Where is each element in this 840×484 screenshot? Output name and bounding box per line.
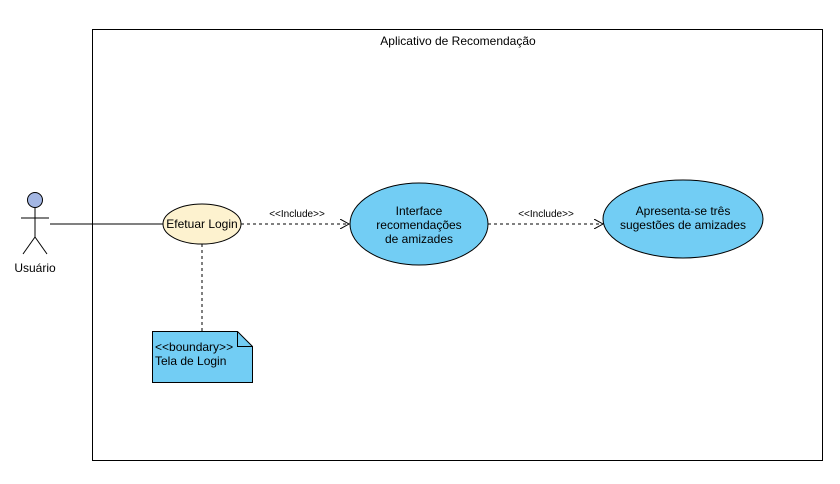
note-text: Tela de Login — [155, 354, 226, 368]
usecase-apresenta-sugestoes[interactable]: Apresenta-se três sugestões de amizades — [602, 179, 764, 259]
usecase-interface-line-3: de amizades — [385, 232, 453, 246]
note-stereotype: <<boundary>> — [155, 340, 233, 354]
boundary-note[interactable]: <<boundary>> Tela de Login — [152, 331, 253, 383]
usecase-efetuar-login-label: Efetuar Login — [166, 217, 237, 231]
usecase-efetuar-login[interactable]: Efetuar Login — [162, 203, 242, 245]
include-label-2: <<Include>> — [518, 209, 574, 220]
include-label-1: <<Include>> — [269, 209, 325, 220]
actor-head-icon — [27, 192, 43, 208]
actor-usuario[interactable]: Usuário — [14, 192, 56, 276]
actor-left-leg — [22, 236, 36, 255]
system-title: Aplicativo de Recomendação — [380, 34, 536, 48]
usecase-interface-line-1: Interface — [396, 204, 443, 218]
actor-right-leg — [34, 236, 48, 255]
usecase-apresenta-line-2: sugestões de amizades — [620, 218, 746, 232]
usecase-interface-recomendacoes[interactable]: Interface recomendações de amizades — [349, 182, 489, 266]
usecase-apresenta-line-1: Apresenta-se três — [636, 204, 731, 218]
actor-name: Usuário — [14, 261, 56, 275]
usecase-interface-line-2: recomendações — [376, 218, 461, 232]
